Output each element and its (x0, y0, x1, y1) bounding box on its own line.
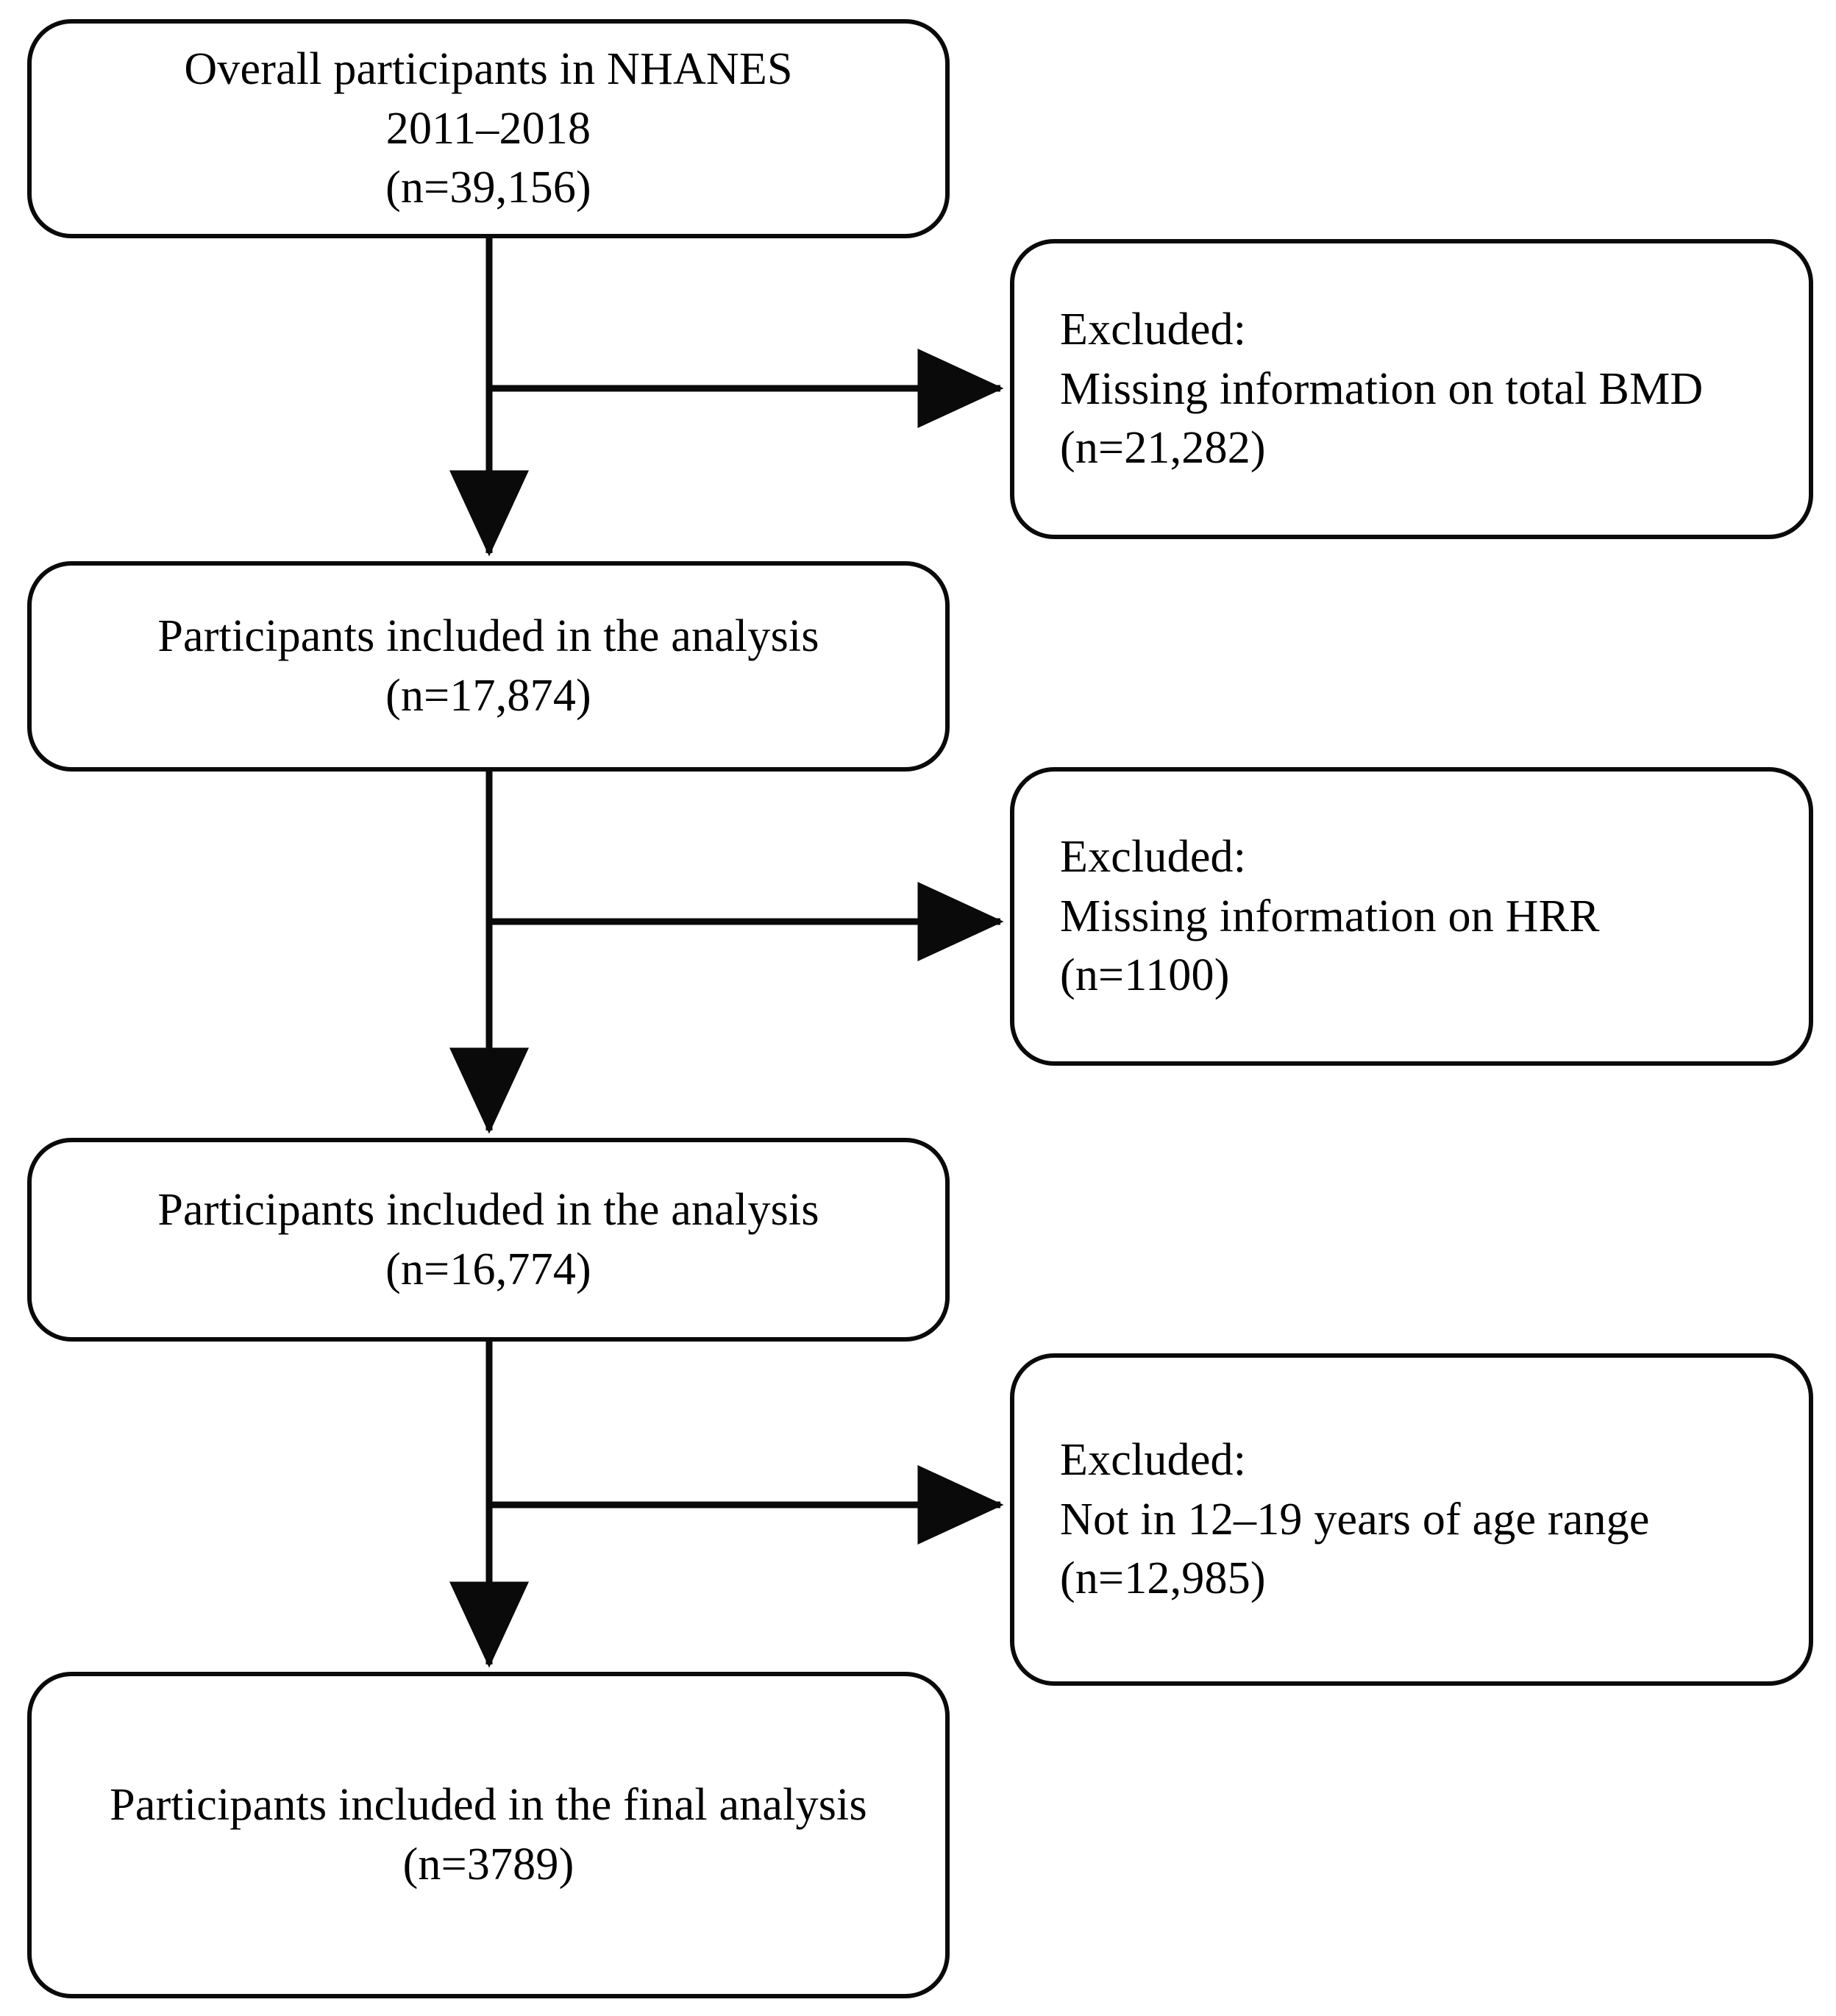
node-overall-participants-line-2: 2011–2018 (385, 103, 591, 154)
node-included-final-analysis-count: (n=3789) (402, 1839, 574, 1889)
node-included-analysis-first: Participants included in the analysis (n… (27, 561, 950, 772)
node-excluded-age-range-line-2: Not in 12–19 years of age range (1060, 1494, 1650, 1545)
node-overall-participants-line-1: Overall participants in NHANES (184, 44, 793, 95)
node-included-final-analysis-line-1: Participants included in the final analy… (110, 1780, 867, 1831)
node-excluded-hrr-line-2: Missing information on HRR (1060, 891, 1600, 941)
node-excluded-total-bmd-line-1: Excluded: (1060, 304, 1247, 355)
node-excluded-total-bmd: Excluded: Missing information on total B… (1010, 239, 1813, 539)
node-included-analysis-second-count: (n=16,774) (385, 1244, 591, 1294)
node-overall-participants: Overall participants in NHANES 2011–2018… (27, 19, 950, 238)
node-included-analysis-second-line-1: Participants included in the analysis (157, 1184, 819, 1235)
edge-analysis1-to-analysis2 (449, 770, 1004, 1134)
node-excluded-hrr-line-1: Excluded: (1060, 832, 1247, 883)
edge-analysis2-to-final (449, 1340, 1004, 1668)
node-excluded-age-range: Excluded: Not in 12–19 years of age rang… (1010, 1353, 1813, 1686)
node-excluded-age-range-count: (n=12,985) (1060, 1553, 1266, 1604)
node-excluded-total-bmd-count: (n=21,282) (1060, 423, 1266, 474)
node-excluded-hrr-count: (n=1100) (1060, 950, 1230, 1001)
node-overall-participants-count: (n=39,156) (385, 163, 591, 213)
node-excluded-age-range-line-1: Excluded: (1060, 1435, 1247, 1486)
edge-overall-to-analysis1 (449, 237, 1004, 557)
node-excluded-total-bmd-line-2: Missing information on total BMD (1060, 363, 1704, 414)
node-included-analysis-first-line-1: Participants included in the analysis (157, 611, 819, 662)
node-included-analysis-second: Participants included in the analysis (n… (27, 1138, 950, 1342)
node-excluded-hrr: Excluded: Missing information on HRR (n=… (1010, 767, 1813, 1066)
node-included-final-analysis: Participants included in the final analy… (27, 1672, 950, 1998)
node-included-analysis-first-count: (n=17,874) (385, 671, 591, 721)
